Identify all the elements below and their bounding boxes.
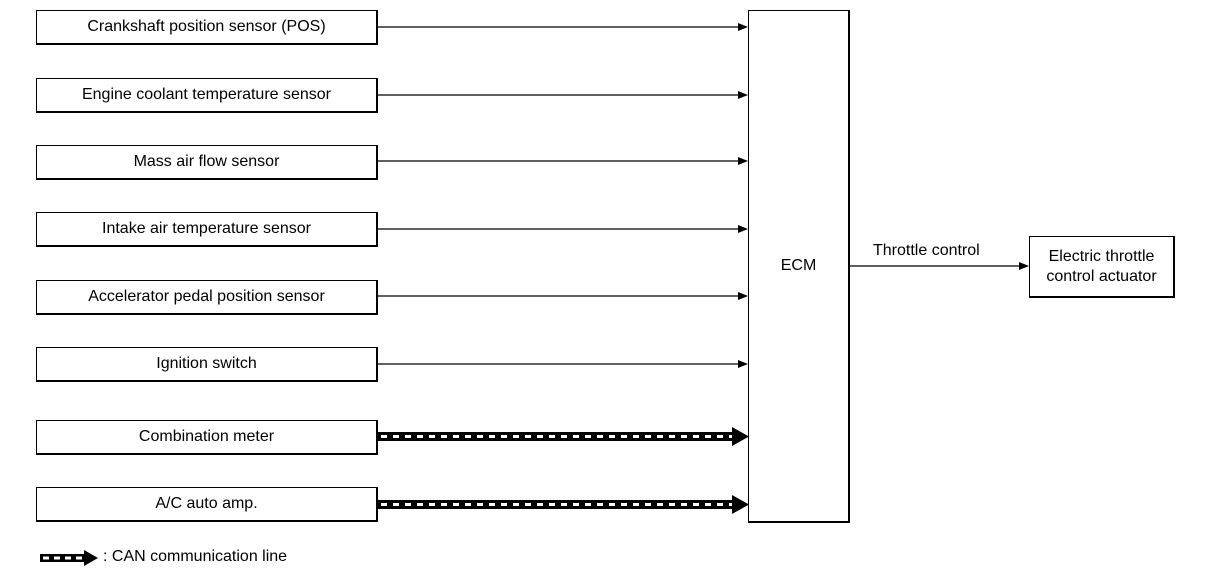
input-crankshaft-position-sensor: Crankshaft position sensor (POS) bbox=[36, 10, 378, 45]
can-arrow-combination-meter bbox=[378, 427, 749, 446]
input-engine-coolant-temperature-sensor: Engine coolant temperature sensor bbox=[36, 78, 378, 113]
signal-arrow-crankshaft bbox=[378, 23, 748, 31]
input-accelerator-pedal-position-sensor: Accelerator pedal position sensor bbox=[36, 280, 378, 315]
electric-throttle-control-actuator: Electric throttle control actuator bbox=[1029, 236, 1175, 298]
input-intake-air-temperature-sensor: Intake air temperature sensor bbox=[36, 212, 378, 247]
input-label: Engine coolant temperature sensor bbox=[81, 86, 332, 103]
signal-arrow-intake-air-temperature bbox=[378, 225, 748, 233]
input-label: Crankshaft position sensor (POS) bbox=[87, 18, 326, 35]
ecm-label: ECM bbox=[780, 257, 817, 274]
input-label: Intake air temperature sensor bbox=[102, 220, 311, 237]
input-ignition-switch: Ignition switch bbox=[36, 347, 378, 382]
input-ac-auto-amp: A/C auto amp. bbox=[36, 487, 378, 522]
signal-arrow-engine-coolant bbox=[378, 91, 748, 99]
input-label: Mass air flow sensor bbox=[133, 153, 280, 170]
signal-arrow-ignition-switch bbox=[378, 360, 748, 368]
input-combination-meter: Combination meter bbox=[36, 420, 378, 455]
signal-arrow-accelerator-pedal bbox=[378, 292, 748, 300]
signal-arrow-mass-air-flow bbox=[378, 157, 748, 165]
input-label: Accelerator pedal position sensor bbox=[88, 288, 325, 305]
can-arrow-ac-auto-amp bbox=[378, 495, 749, 514]
input-label: A/C auto amp. bbox=[155, 495, 258, 512]
input-mass-air-flow-sensor: Mass air flow sensor bbox=[36, 145, 378, 180]
input-label: Ignition switch bbox=[156, 355, 257, 372]
ecm-block: ECM bbox=[748, 10, 850, 523]
throttle-control-label: Throttle control bbox=[873, 242, 980, 259]
input-label: Combination meter bbox=[138, 428, 275, 445]
actuator-label-line1: Electric throttle bbox=[1048, 247, 1155, 265]
output-arrow-throttle-control bbox=[850, 262, 1029, 270]
legend-can-line-symbol bbox=[40, 550, 98, 566]
actuator-label-line2: control actuator bbox=[1046, 267, 1157, 285]
legend-can-line-label: : CAN communication line bbox=[103, 548, 288, 565]
